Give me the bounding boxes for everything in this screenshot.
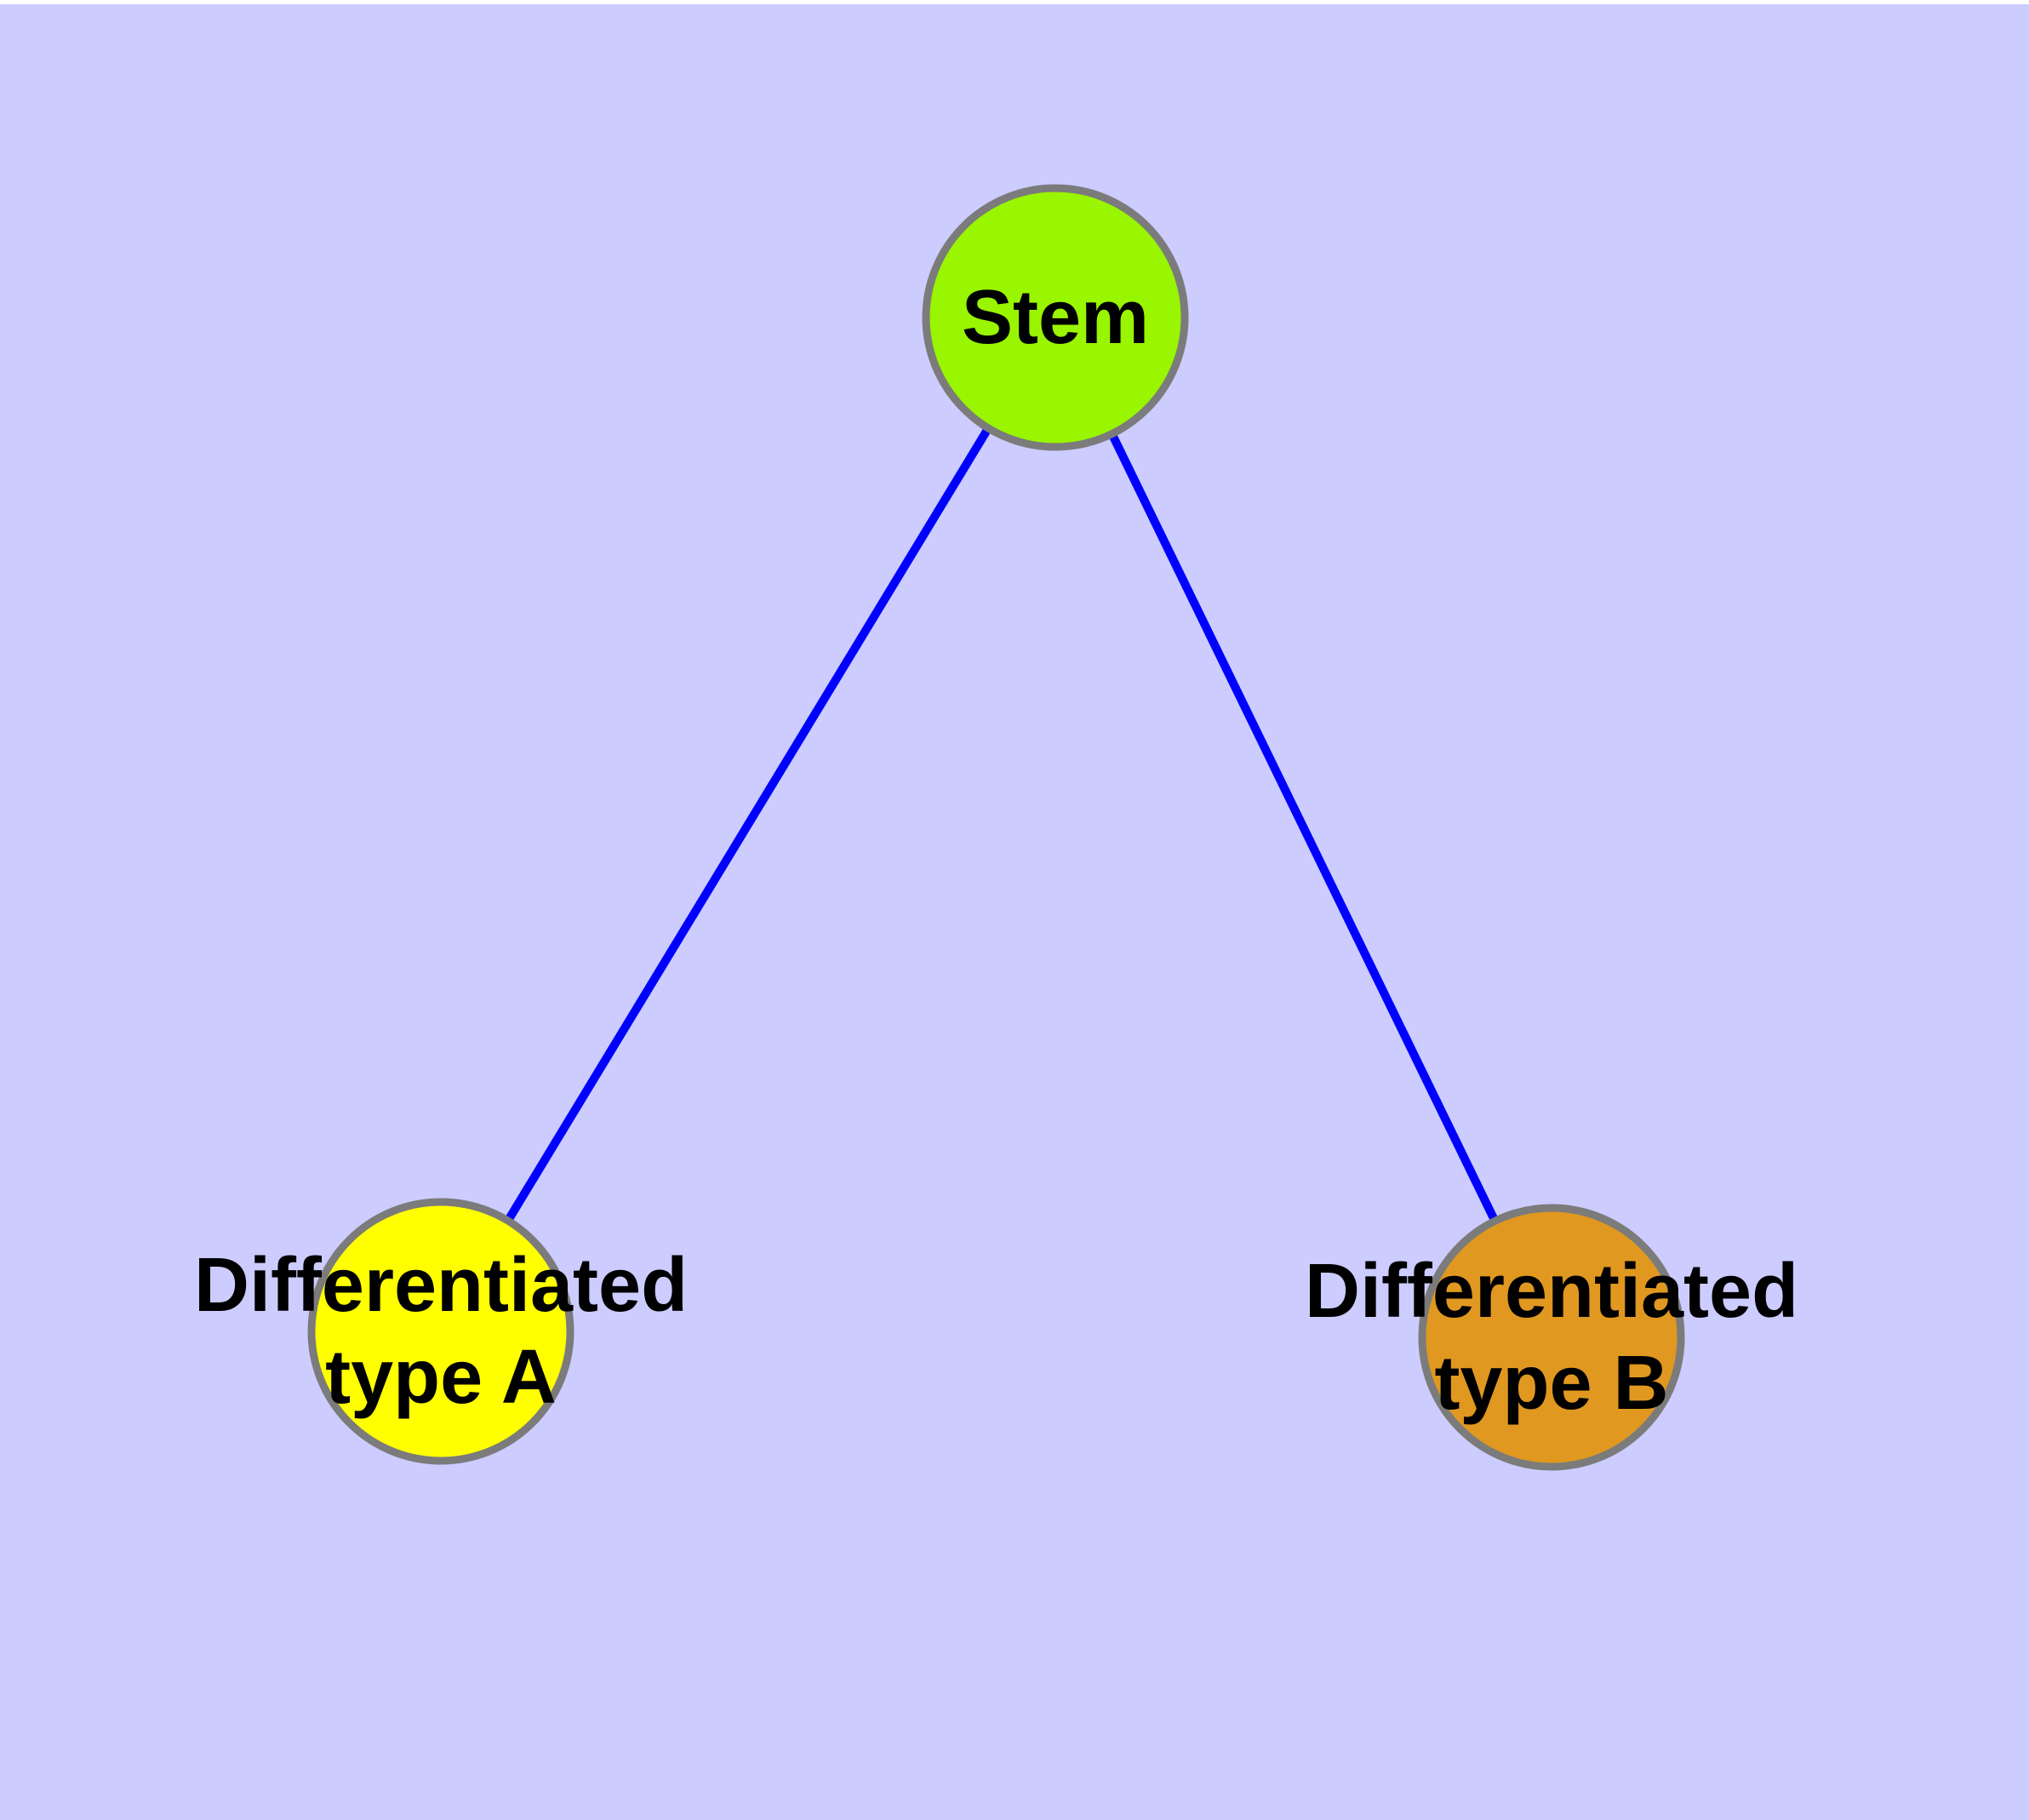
node-differentiated-type-a[interactable]: [307, 1198, 574, 1465]
edge-stem-to-type-b: [1051, 315, 1556, 1340]
node-differentiated-type-b[interactable]: [1418, 1204, 1685, 1471]
node-stem[interactable]: [922, 184, 1189, 451]
edge-stem-to-type-a: [437, 315, 1060, 1334]
canvas-top-margin: [0, 0, 2029, 4]
